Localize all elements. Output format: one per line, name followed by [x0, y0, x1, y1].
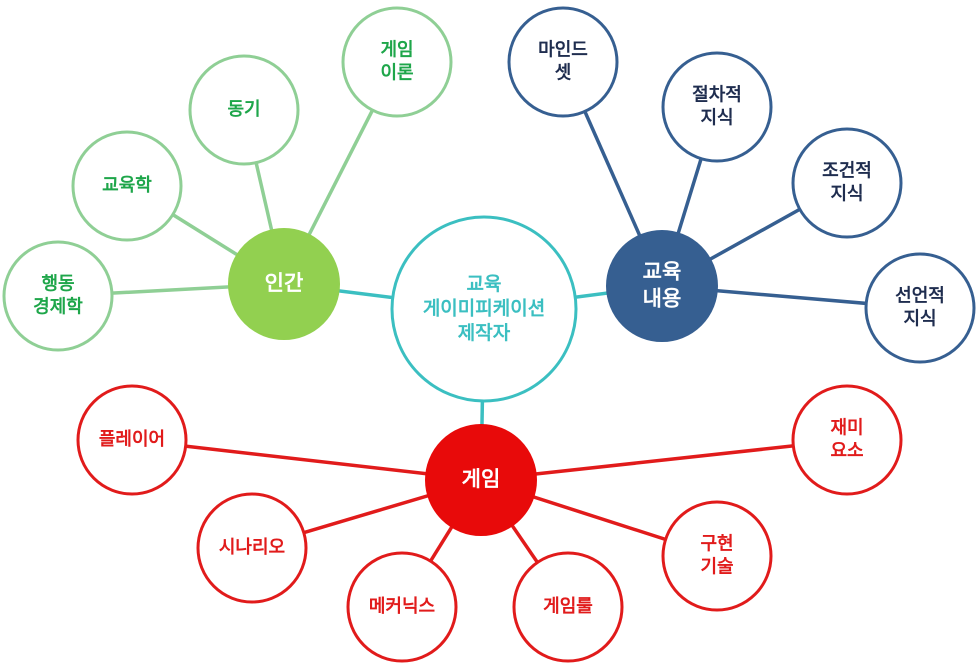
- human-node-0-label: 경제학: [33, 296, 83, 318]
- game-node-3: 게임룰: [512, 551, 624, 663]
- game-node-2-label: 메커닉스: [369, 596, 435, 617]
- human-node-2-label: 동기: [227, 99, 260, 120]
- game-node-4-label: 구현: [700, 533, 733, 554]
- hub-content-circle: [606, 230, 718, 342]
- game-node-0: 플레이어: [76, 384, 188, 496]
- game-node-2: 메커닉스: [346, 551, 458, 663]
- content-node-3-label: 선언적: [895, 285, 945, 306]
- hub-game-label: 게임: [462, 467, 501, 491]
- hub-game-circle: [425, 424, 537, 536]
- human-node-3-label: 게임: [380, 39, 413, 60]
- game-node-5-label: 재미: [830, 417, 863, 438]
- human-node-1-label: 교육학: [102, 174, 152, 196]
- human-node-3-circle: [341, 6, 453, 118]
- center-node-circle: [390, 215, 578, 403]
- game-node-5-label: 요소: [830, 441, 863, 462]
- content-node-0-label: 셋: [555, 63, 572, 84]
- human-node-0-circle: [2, 240, 114, 352]
- content-node-0-circle: [507, 6, 619, 118]
- diagram-nodes: 행동경제학교육학동기게임이론마인드셋절차적지식조건적지식선언적지식플레이어시나리…: [2, 6, 976, 663]
- game-node-2-circle: [346, 551, 458, 663]
- hub-human-label: 인간: [265, 271, 304, 295]
- game-node-3-label: 게임룰: [543, 596, 593, 617]
- game-node-3-circle: [512, 551, 624, 663]
- content-node-1-label: 절차적: [692, 84, 742, 105]
- human-node-2: 동기: [188, 54, 300, 166]
- human-node-0-label: 행동: [41, 273, 74, 294]
- content-node-1-label: 지식: [700, 108, 733, 129]
- content-node-3-circle: [864, 252, 976, 364]
- hub-game: 게임: [425, 424, 537, 536]
- human-node-1-circle: [71, 130, 183, 242]
- hub-human-circle: [228, 228, 340, 340]
- content-node-2-label: 조건적: [822, 160, 872, 181]
- human-node-2-circle: [188, 54, 300, 166]
- hub-content-label: 교육: [643, 259, 682, 283]
- content-node-1-circle: [661, 51, 773, 163]
- content-node-2-label: 지식: [830, 184, 863, 205]
- edge-game-5: [480, 438, 848, 482]
- game-node-0-circle: [76, 384, 188, 496]
- human-node-3-label: 이론: [380, 63, 413, 84]
- edge-game-0: [131, 438, 482, 482]
- game-node-0-label: 플레이어: [99, 429, 165, 450]
- center-node-label: 교육: [467, 273, 502, 295]
- game-node-4-circle: [661, 500, 773, 612]
- game-node-4-label: 기술: [700, 557, 733, 578]
- human-node-1: 교육학: [71, 130, 183, 242]
- center-node-label: 제작자: [458, 322, 511, 344]
- game-node-5-circle: [791, 384, 903, 496]
- game-node-1-label: 시나리오: [219, 537, 285, 558]
- center-node-label: 게이미피케이션: [423, 298, 545, 320]
- content-node-0-label: 마인드: [538, 39, 588, 60]
- content-node-3-label: 지식: [903, 309, 936, 330]
- game-node-1-circle: [196, 492, 308, 604]
- content-node-2-circle: [791, 127, 903, 239]
- hub-human: 인간: [228, 228, 340, 340]
- game-node-1: 시나리오: [196, 492, 308, 604]
- hub-content-label: 내용: [643, 287, 682, 311]
